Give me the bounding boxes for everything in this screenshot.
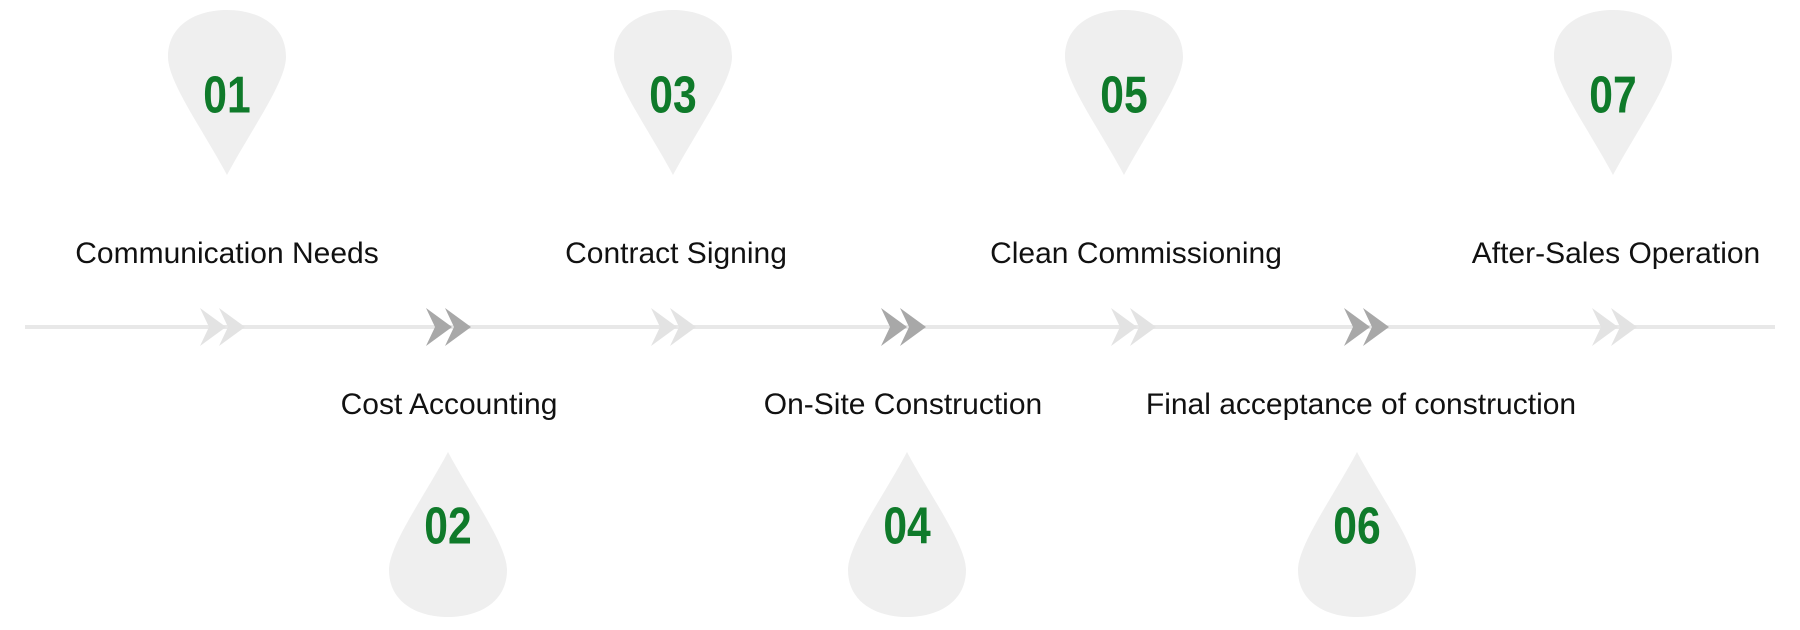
double-chevron-right-icon	[1344, 308, 1389, 346]
step-number: 04	[883, 498, 931, 556]
teardrop-marker-icon	[168, 10, 286, 175]
chevron-right-icon	[1130, 308, 1156, 346]
chevron-right-icon	[881, 308, 907, 346]
step-04: 04 On-Site Construction	[764, 388, 1042, 617]
teardrop-marker-icon	[389, 452, 507, 617]
chevron-right-icon	[200, 308, 226, 346]
step-label: Communication Needs	[75, 237, 378, 270]
chevron-right-icon	[1363, 308, 1389, 346]
step-number: 06	[1333, 498, 1380, 556]
teardrop-marker-icon	[848, 452, 966, 617]
step-number: 02	[424, 498, 471, 556]
teardrop-marker-icon	[1298, 452, 1416, 617]
teardrop-marker-icon	[614, 10, 732, 175]
step-label: On-Site Construction	[764, 388, 1042, 421]
step-02: 02 Cost Accounting	[341, 388, 558, 617]
double-chevron-right-icon	[1592, 308, 1637, 346]
timeline-arrows	[200, 308, 1637, 346]
step-number: 03	[649, 67, 696, 125]
step-number: 01	[203, 67, 250, 125]
step-number: 05	[1100, 67, 1147, 125]
chevron-right-icon	[900, 308, 926, 346]
chevron-right-icon	[1611, 308, 1637, 346]
double-chevron-right-icon	[651, 308, 696, 346]
chevron-right-icon	[1111, 308, 1137, 346]
step-label: Final acceptance of construction	[1146, 388, 1576, 421]
double-chevron-right-icon	[200, 308, 245, 346]
double-chevron-right-icon	[1111, 308, 1156, 346]
step-label: Clean Commissioning	[990, 237, 1282, 270]
chevron-right-icon	[670, 308, 696, 346]
teardrop-marker-icon	[1554, 10, 1672, 175]
teardrop-marker-icon	[1065, 10, 1183, 175]
step-06: 06 Final acceptance of construction	[1146, 388, 1576, 617]
chevron-right-icon	[651, 308, 677, 346]
chevron-right-icon	[445, 308, 471, 346]
chevron-right-icon	[426, 308, 452, 346]
step-number: 07	[1589, 67, 1636, 125]
chevron-right-icon	[1344, 308, 1370, 346]
step-label: Contract Signing	[565, 237, 787, 270]
step-label: After-Sales Operation	[1472, 237, 1760, 270]
double-chevron-right-icon	[426, 308, 471, 346]
double-chevron-right-icon	[881, 308, 926, 346]
chevron-right-icon	[1592, 308, 1618, 346]
chevron-right-icon	[219, 308, 245, 346]
step-label: Cost Accounting	[341, 388, 558, 421]
